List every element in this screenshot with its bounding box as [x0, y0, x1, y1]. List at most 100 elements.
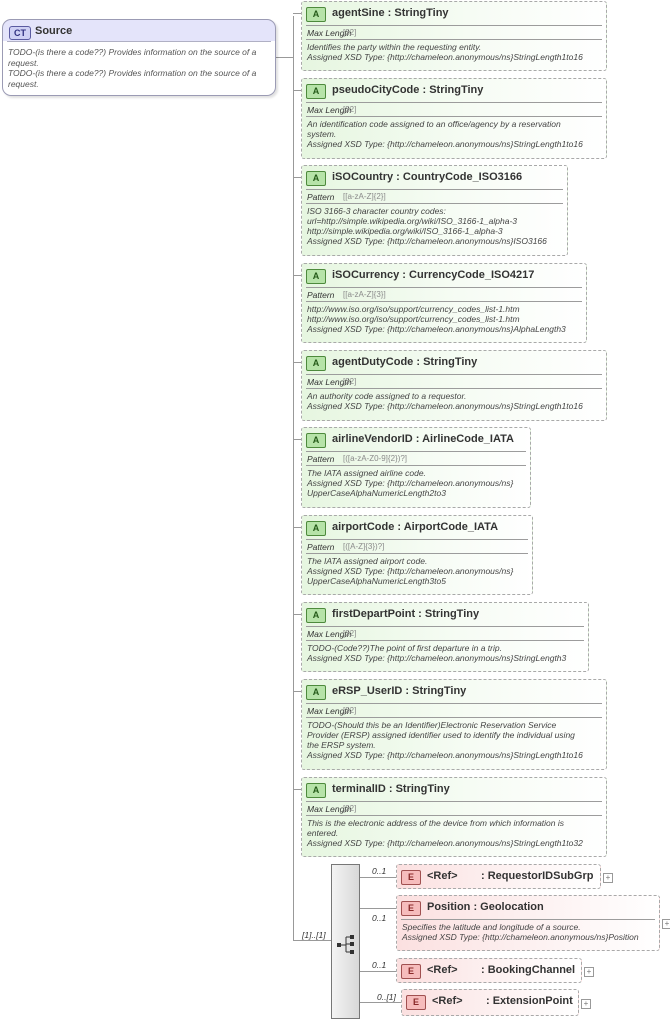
- attribute-separator: [306, 640, 584, 641]
- facet-value: [32]: [343, 804, 357, 813]
- attribute-doc-line: Assigned XSD Type: {http://chameleon.ano…: [307, 653, 567, 663]
- element-doc-line: Assigned XSD Type: {http://chameleon.ano…: [402, 932, 639, 942]
- plus-expand-icon[interactable]: +: [584, 967, 594, 977]
- attribute-name: terminalID : StringTiny: [332, 783, 450, 795]
- attribute-name-text: iSOCurrency: [332, 269, 400, 281]
- attribute-separator: [306, 451, 526, 452]
- attribute-name-text: terminalID: [332, 783, 386, 795]
- attribute-separator: [306, 287, 582, 288]
- attribute-doc-line: system.: [307, 129, 337, 139]
- attribute-name-text: agentDutyCode: [332, 356, 414, 368]
- attribute-badge: A: [306, 356, 326, 371]
- attribute-name: iSOCountry : CountryCode_ISO3166: [332, 171, 522, 183]
- element-badge: E: [401, 870, 421, 885]
- attribute-separator: [306, 703, 602, 704]
- attribute-name-text: iSOCountry: [332, 171, 394, 183]
- element-doc-line: Specifies the latitude and longitude of …: [402, 922, 581, 932]
- attribute-doc-line: TODO-(Should this be an Identifier)Elect…: [307, 720, 557, 730]
- attribute-trunk: [293, 16, 294, 940]
- sequence-compositor[interactable]: [331, 864, 360, 1019]
- attribute-name-text: pseudoCityCode: [332, 84, 420, 96]
- attribute-doc-line: http://www.iso.org/iso/support/currency_…: [307, 304, 520, 314]
- type-separator: :: [402, 685, 413, 697]
- complex-type-source[interactable]: CT Source TODO-(is there a code??) Provi…: [2, 19, 276, 96]
- attribute-name-text: agentSine: [332, 7, 385, 19]
- facet-label: Pattern: [307, 290, 335, 300]
- element-connector: [360, 877, 396, 878]
- facet-label: Max Length: [307, 377, 352, 387]
- attribute-doc: This is the electronic address of the de…: [307, 818, 602, 848]
- attribute-doc-line: This is the electronic address of the de…: [307, 818, 565, 828]
- attribute-doc-line: An authority code assigned to a requesto…: [307, 391, 467, 401]
- attribute-doc: An authority code assigned to a requesto…: [307, 391, 602, 411]
- attribute-doc-line: http://www.iso.org/iso/support/currency_…: [307, 314, 520, 324]
- attribute-separator: [306, 539, 528, 540]
- ct-doc-line: TODO-(is there a code??) Provides inform…: [8, 47, 257, 57]
- element-name: Position : Geolocation: [427, 901, 544, 913]
- attribute-separator: [306, 388, 602, 389]
- element-ref: <Ref>: [427, 964, 458, 976]
- facet-value: [32]: [343, 706, 357, 715]
- sequence-cardinality: [1]..[1]: [302, 930, 326, 940]
- attribute-doc: http://www.iso.org/iso/support/currency_…: [307, 304, 582, 334]
- attribute-type: StringTiny: [424, 608, 480, 620]
- attribute-type: StringTiny: [412, 685, 467, 697]
- facet-label: Max Length: [307, 804, 352, 814]
- attribute-name: eRSP_UserID : StringTiny: [332, 685, 466, 697]
- element-cardinality: 0..1: [372, 866, 387, 876]
- facet-value: [32]: [343, 28, 357, 37]
- element-0[interactable]: E<Ref>: RequestorIDSubGrp: [396, 864, 601, 889]
- attribute-doc-line: Assigned XSD Type: {http://chameleon.ano…: [307, 750, 583, 760]
- attribute-name: iSOCurrency : CurrencyCode_ISO4217: [332, 269, 534, 281]
- attribute-doc-line: UpperCaseAlphaNumericLength3to5: [307, 576, 446, 586]
- attribute-separator: [306, 626, 584, 627]
- element-badge: E: [401, 964, 421, 979]
- facet-value: [([A-Z]{3})?]: [343, 542, 385, 551]
- element-badge: E: [406, 995, 426, 1010]
- ct-connector: [276, 57, 293, 58]
- attribute-badge: A: [306, 521, 326, 536]
- plus-expand-icon[interactable]: +: [662, 919, 670, 929]
- complex-type-doc: TODO-(is there a code??) Provides inform…: [8, 47, 271, 89]
- type-separator: :: [412, 433, 423, 445]
- plus-expand-icon[interactable]: +: [603, 873, 613, 883]
- attribute-type: AirlineCode_IATA: [422, 433, 514, 445]
- attribute-doc-line: Assigned XSD Type: {http://chameleon.ano…: [307, 838, 583, 848]
- element-ref: <Ref>: [427, 870, 458, 882]
- element-badge: E: [401, 901, 421, 916]
- attribute-type: StringTiny: [429, 84, 484, 96]
- element-2[interactable]: E<Ref>: BookingChannel: [396, 958, 582, 983]
- attribute-type: CurrencyCode_ISO4217: [409, 269, 535, 281]
- type-separator: :: [419, 84, 430, 96]
- element-ref: <Ref>: [432, 995, 463, 1007]
- sequence-connector: [293, 940, 331, 941]
- element-3[interactable]: E<Ref>: ExtensionPoint: [401, 989, 579, 1016]
- attribute-doc: An identification code assigned to an of…: [307, 119, 602, 149]
- type-separator: :: [394, 521, 404, 533]
- attribute-name: agentSine : StringTiny: [332, 7, 449, 19]
- attribute-name-text: airportCode: [332, 521, 395, 533]
- attribute-badge: A: [306, 7, 326, 22]
- attribute-name: airlineVendorID : AirlineCode_IATA: [332, 433, 514, 445]
- element-connector: [360, 971, 396, 972]
- attribute-connector: [293, 614, 301, 615]
- attribute-badge: A: [306, 685, 326, 700]
- attribute-name: firstDepartPoint : StringTiny: [332, 608, 479, 620]
- plus-expand-icon[interactable]: +: [581, 999, 591, 1009]
- attribute-separator: [306, 116, 602, 117]
- ct-doc-line: request.: [8, 57, 39, 68]
- attribute-connector: [293, 789, 301, 790]
- attribute-separator: [306, 189, 563, 190]
